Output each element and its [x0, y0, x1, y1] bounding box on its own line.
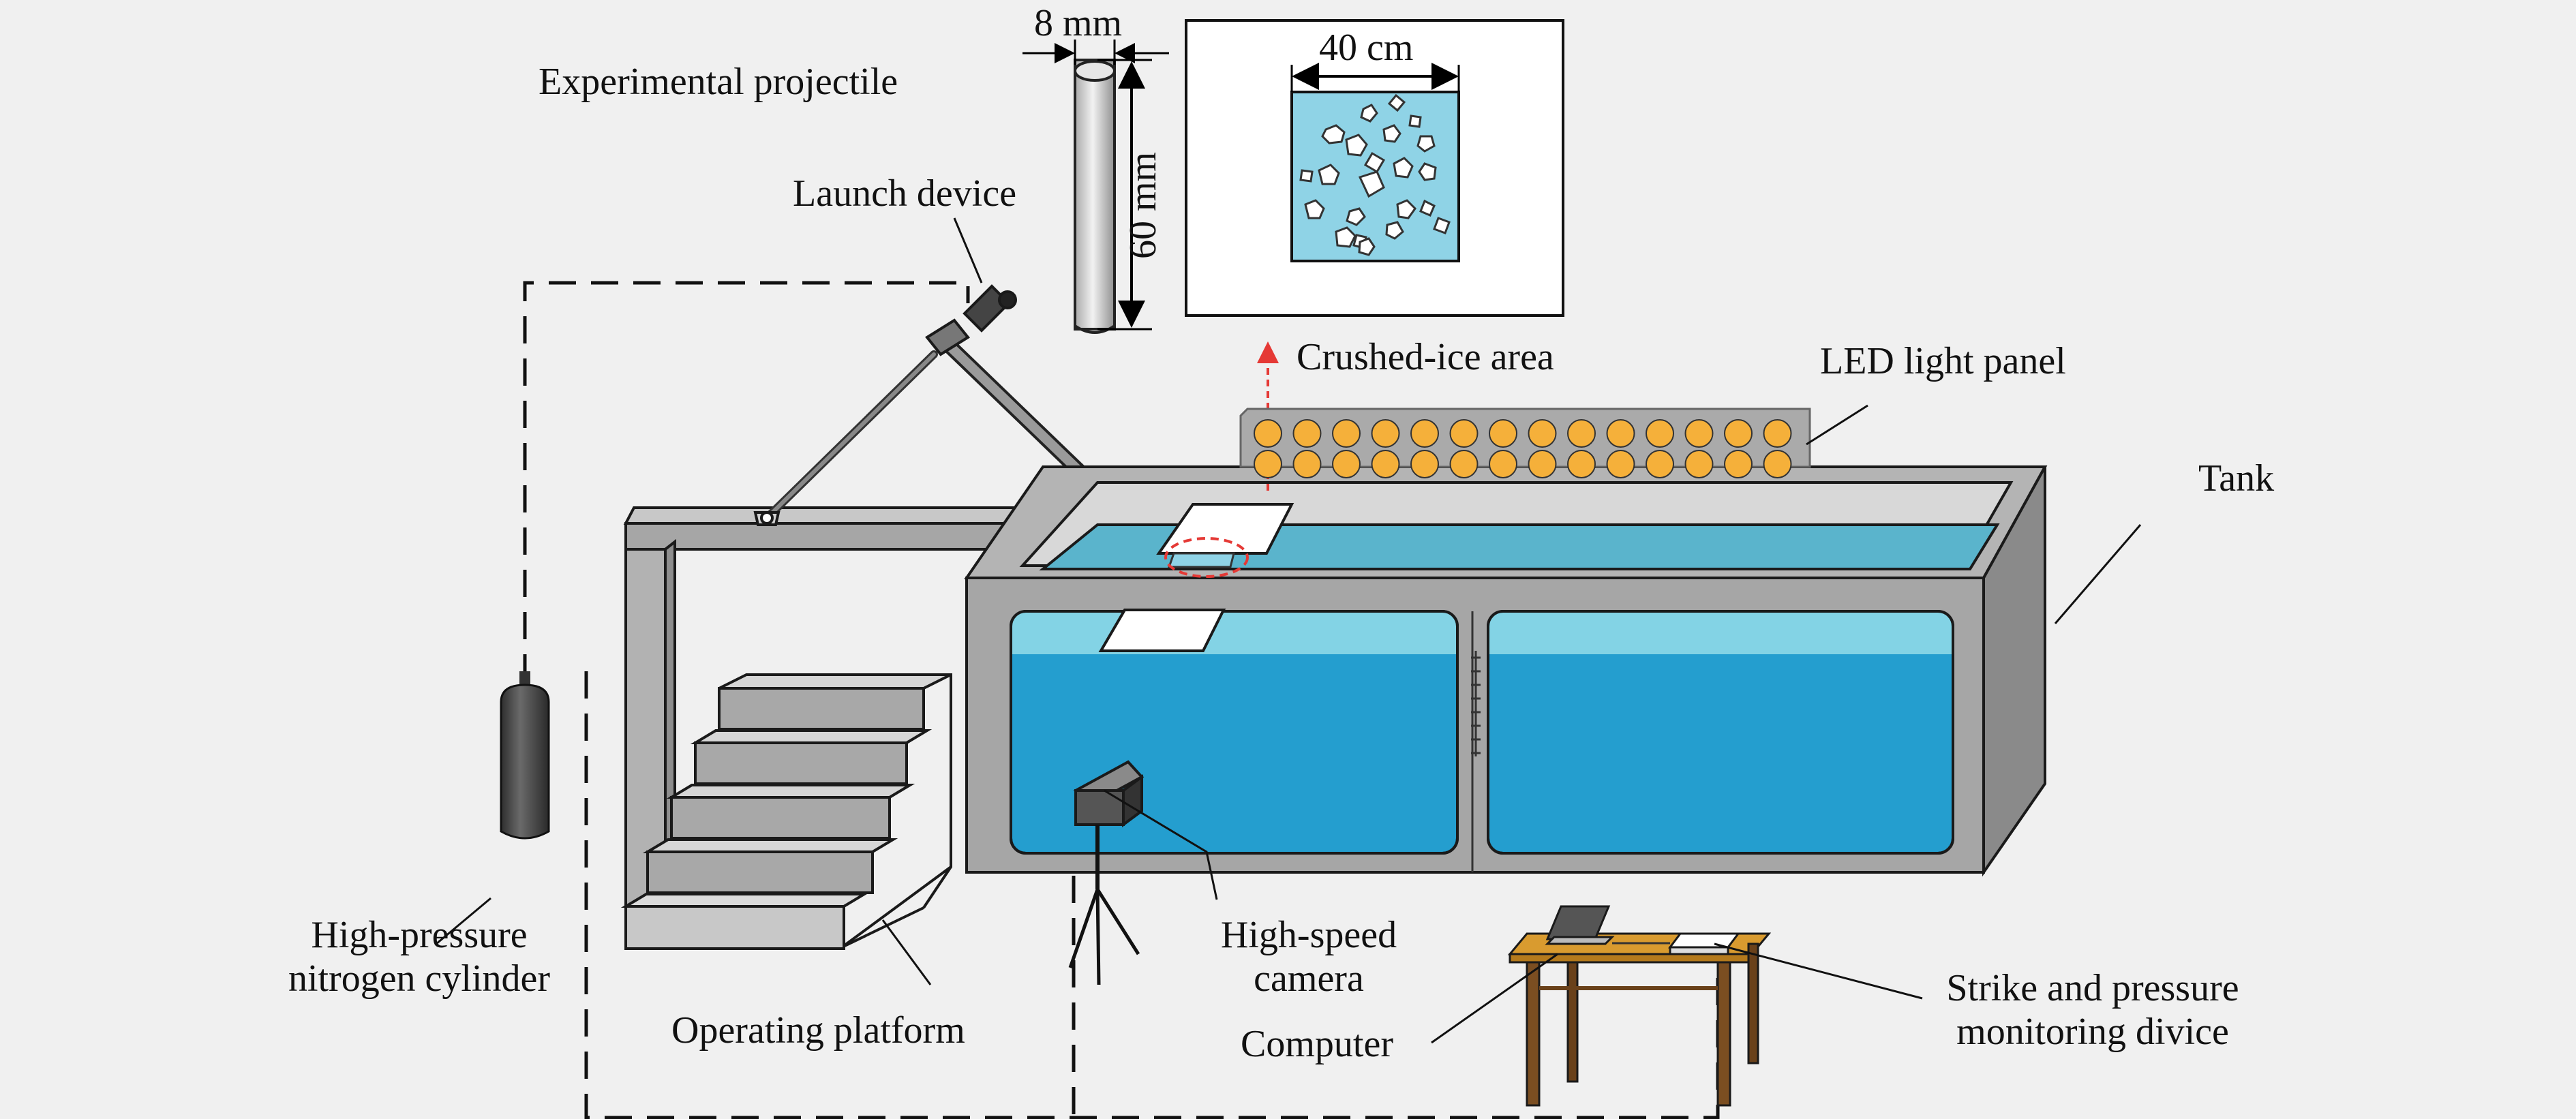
led-light [1763, 450, 1792, 478]
led-light [1684, 450, 1714, 478]
ice-sheet-front [1098, 609, 1226, 652]
led-light [1410, 450, 1439, 478]
label-operating-platform: Operating platform [671, 1009, 965, 1052]
desk-leg [1526, 961, 1541, 1107]
desk-leg [1566, 961, 1579, 1083]
led-light [1489, 419, 1517, 448]
led-light [1646, 450, 1674, 478]
led-light [1292, 419, 1322, 448]
led-light [1763, 419, 1792, 448]
label-monitoring-device: Strike and pressure monitoring divice [1902, 966, 2284, 1054]
label-launch-device: Launch device [793, 172, 1017, 215]
crushed-ice-inset [1185, 19, 1564, 317]
led-light [1567, 450, 1596, 478]
led-light [1489, 450, 1517, 478]
label-nitrogen-cylinder-line2: nitrogen cylinder [288, 957, 551, 1000]
impact-zone-marker [1164, 537, 1249, 578]
leader-lines [436, 217, 2142, 1044]
led-light [1528, 419, 1557, 448]
label-diameter: 8 mm [1034, 2, 1123, 44]
projectile-body [1074, 59, 1116, 331]
led-light [1254, 419, 1282, 448]
launcher-head [925, 318, 970, 356]
label-ice-width: 40 cm [1319, 27, 1414, 69]
led-light [1254, 450, 1282, 478]
led-light [1371, 419, 1400, 448]
computer-desk [1507, 905, 1772, 1107]
label-camera-line1: High-speed [1220, 914, 1397, 956]
tank-water-surface [1039, 523, 2000, 570]
led-light [1606, 450, 1635, 478]
label-projectile: Experimental projectile [539, 61, 898, 103]
label-led-panel: LED light panel [1820, 340, 2066, 382]
led-light [1332, 450, 1361, 478]
tank-scale [1471, 651, 1481, 756]
led-light [1449, 450, 1479, 478]
led-light [1684, 419, 1714, 448]
gas-line [523, 281, 970, 681]
label-crushed-ice-area: Crushed-ice area [1297, 336, 1554, 378]
label-camera-line2: camera [1254, 957, 1364, 1000]
label-nitrogen-cylinder-line1: High-pressure [311, 914, 528, 956]
tank-side [1982, 466, 2046, 877]
projectile-drawing [1022, 40, 1169, 334]
led-light [1567, 419, 1596, 448]
led-light [1332, 419, 1361, 448]
laptop-base [1545, 936, 1615, 945]
nitrogen-cylinder [500, 671, 550, 840]
led-light [1606, 419, 1635, 448]
led-light [1528, 450, 1557, 478]
desk-leg [1716, 961, 1731, 1107]
led-light [1646, 419, 1674, 448]
water-tank [964, 341, 2048, 877]
label-computer: Computer [1241, 1023, 1393, 1065]
label-device-line2: monitoring divice [1956, 1011, 2229, 1054]
desk-leg [1747, 942, 1759, 1064]
led-light [1371, 450, 1400, 478]
ice-pieces [1299, 93, 1451, 256]
stairs [620, 673, 952, 950]
led-light [1292, 450, 1322, 478]
led-light-panel [1239, 408, 1811, 478]
label-length: 60 mm [1122, 151, 1164, 259]
led-light [1724, 419, 1753, 448]
label-nitrogen-cylinder: High-pressure nitrogen cylinder [276, 913, 562, 1001]
label-tank: Tank [2198, 457, 2275, 500]
led-light [1449, 419, 1479, 448]
projectile-top [1074, 60, 1116, 82]
led-light [1410, 419, 1439, 448]
label-high-speed-camera: High-speed camera [1186, 913, 1431, 1001]
label-device-line1: Strike and pressure [1946, 967, 2239, 1009]
led-light [1724, 450, 1753, 478]
